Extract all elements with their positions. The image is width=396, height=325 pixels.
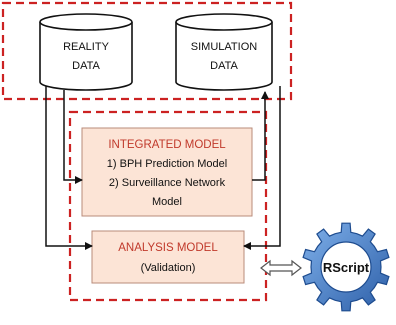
integrated-model-item-1: 1) BPH Prediction Model	[107, 158, 227, 170]
reality-data-cylinder: REALITY DATA	[39, 13, 133, 91]
integrated-model-box: INTEGRATED MODEL 1) BPH Prediction Model…	[81, 127, 253, 217]
integrated-model-item-2: 2) Surveillance Network	[109, 177, 226, 189]
rscript-gear-icon: RScript	[302, 222, 390, 312]
models-group	[68, 110, 268, 302]
simulation-data-cylinder: SIMULATION DATA	[175, 13, 273, 91]
bidirectional-arrow	[260, 259, 302, 277]
arrow-reality-to-analysis	[45, 86, 93, 250]
reality-data-label-1: REALITY	[63, 41, 110, 53]
arrow-integrated-to-simulation	[252, 91, 269, 181]
simulation-data-label-1: SIMULATION	[191, 41, 257, 53]
analysis-model-title: ANALYSIS MODEL	[118, 242, 218, 254]
analysis-model-box: ANALYSIS MODEL (Validation)	[91, 230, 245, 284]
integrated-model-item-2-cont: Model	[152, 196, 182, 208]
analysis-model-subtitle: (Validation)	[141, 262, 196, 274]
integrated-model-title: INTEGRATED MODEL	[108, 139, 226, 151]
reality-data-label-2: DATA	[72, 60, 100, 72]
simulation-data-label-2: DATA	[210, 60, 238, 72]
arrow-simulation-to-analysis	[243, 86, 281, 250]
data-sources-group	[1, 1, 293, 101]
arrow-reality-to-integrated	[63, 90, 83, 184]
rscript-label: RScript	[323, 260, 370, 275]
